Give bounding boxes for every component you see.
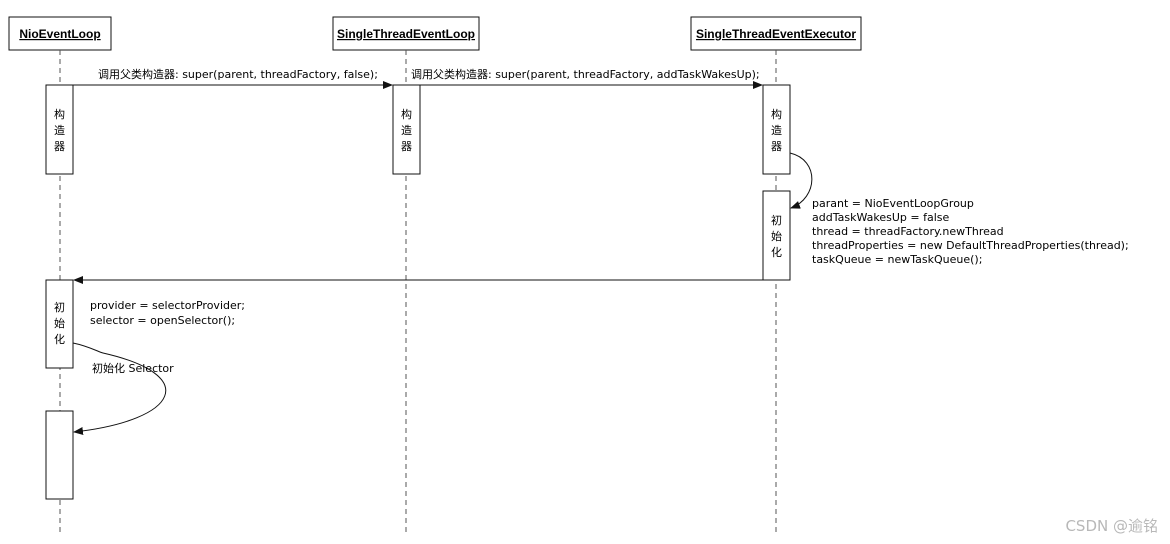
participant-label: NioEventLoop: [19, 27, 100, 41]
message-label: 调用父类构造器: super(parent, threadFactory, ad…: [411, 67, 760, 81]
activation-nio-constructor: 构 造 器: [45, 84, 74, 175]
self-call-selector: [72, 342, 167, 435]
activation-stel-constructor: 构 造 器: [392, 84, 421, 175]
note-nio-init: provider = selectorProvider; selector = …: [90, 299, 245, 327]
activation-char: 造: [401, 123, 412, 137]
note-stee-init: parant = NioEventLoopGroup addTaskWakesU…: [812, 197, 1129, 266]
activation-char: 构: [54, 107, 65, 121]
watermark: CSDN @逾铭: [1065, 517, 1158, 535]
message-stel-to-stee: 调用父类构造器: super(parent, threadFactory, ad…: [411, 67, 763, 89]
activation-char: 初: [54, 300, 65, 314]
activation-char: 化: [771, 245, 782, 259]
activation-char: 化: [54, 332, 65, 346]
message-label: 调用父类构造器: super(parent, threadFactory, fa…: [98, 67, 378, 81]
activation-char: 造: [771, 123, 782, 137]
activation-char: 构: [401, 107, 412, 121]
note-line: taskQueue = newTaskQueue();: [812, 253, 982, 266]
activation-char: 造: [54, 123, 65, 137]
activation-stee-init: 初 始 化: [762, 190, 791, 281]
message-nio-to-stel: 调用父类构造器: super(parent, threadFactory, fa…: [73, 67, 393, 89]
note-line: selector = openSelector();: [90, 314, 235, 327]
activation-char: 始: [771, 229, 782, 243]
activation-char: 构: [771, 107, 782, 121]
selector-init-label: 初始化 Selector: [92, 361, 174, 375]
participant-nioeventloop: NioEventLoop: [8, 16, 112, 51]
note-line: addTaskWakesUp = false: [812, 211, 949, 224]
activation-char: 始: [54, 316, 65, 330]
note-line: thread = threadFactory.newThread: [812, 225, 1004, 238]
participant-singlethreadeventexecutor: SingleThreadEventExecutor: [690, 16, 862, 51]
note-line: parant = NioEventLoopGroup: [812, 197, 974, 210]
participant-singlethreadeventloop: SingleThreadEventLoop: [332, 16, 480, 51]
self-call-stee-init: [789, 152, 813, 209]
activation-nio-selector: [45, 410, 74, 500]
participant-label: SingleThreadEventLoop: [337, 27, 475, 41]
activation-nio-init: 初 始 化: [45, 279, 74, 369]
activation-char: 器: [401, 140, 412, 153]
activation-char: 初: [771, 213, 782, 227]
activation-stee-constructor: 构 造 器: [762, 84, 791, 175]
activation-char: 器: [771, 140, 782, 153]
note-line: threadProperties = new DefaultThreadProp…: [812, 239, 1129, 252]
note-line: provider = selectorProvider;: [90, 299, 245, 312]
participant-label: SingleThreadEventExecutor: [696, 27, 856, 41]
activation-char: 器: [54, 140, 65, 153]
